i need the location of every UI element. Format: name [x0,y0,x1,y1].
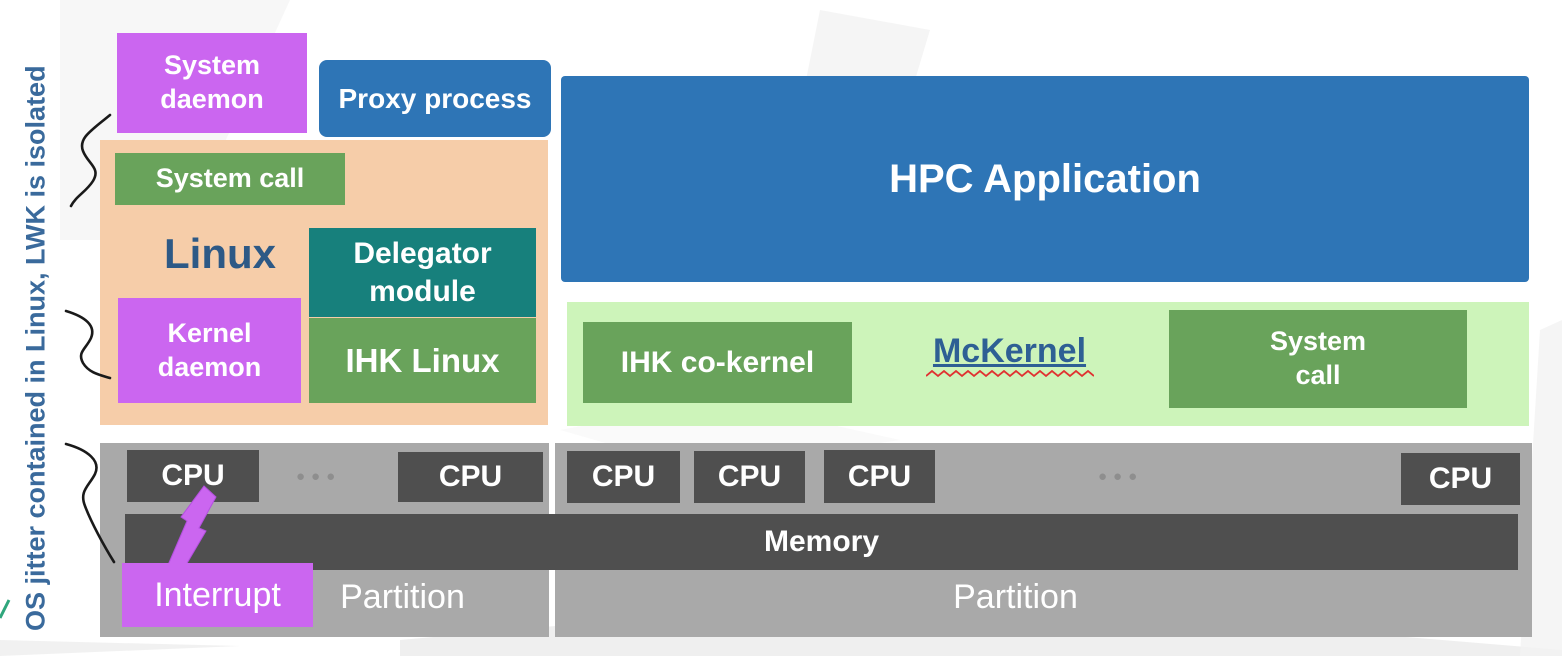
cpu-label: CPU [847,459,912,493]
system-daemon-label-line2: daemon [160,84,264,114]
cpu-box-right-4: CPU [1401,453,1520,505]
interrupt-label: Interrupt [154,575,281,614]
proxy-process-box: Proxy process [319,60,551,137]
proxy-process-label: Proxy process [338,83,532,114]
ihk-co-kernel-box: IHK co-kernel [583,322,852,403]
delegator-module-label-line1: Delegator [353,237,492,270]
cpu-label: CPU [161,459,225,493]
system-daemon-label-line1: System [163,50,261,81]
memory-label: Memory [763,525,880,559]
ellipsis-dots-left: ●●● [296,468,342,485]
kernel-daemon-box: Kernel daemon [118,298,301,403]
interrupt-box: Interrupt [122,563,313,627]
ihk-linux-box: IHK Linux [309,318,536,403]
kernel-daemon-label-line1: Kernel [167,317,252,348]
ihk-linux-label: IHK Linux [345,341,500,379]
system-call-linux-label: System call [155,163,305,194]
mckernel-title-text: McKernel [932,332,1087,371]
system-daemon-box: System daemon [117,33,307,133]
cpu-box-right-2: CPU [694,451,805,503]
spellcheck-wavy-underline [925,369,1094,378]
hpc-application-box: HPC Application [561,76,1529,282]
cpu-label: CPU [438,460,503,494]
cpu-label: CPU [717,460,782,494]
cpu-box-right-1: CPU [567,451,680,503]
kernel-daemon-label-line2: daemon [157,351,262,382]
cpu-box-left-2: CPU [398,452,543,502]
stray-green-mark [0,599,11,619]
cpu-box-left-1: CPU [127,450,259,502]
partition-left-label: Partition [340,578,465,616]
delegator-module-box: Delegator module [309,228,536,317]
linux-title: Linux [164,230,276,277]
hpc-application-label: HPC Application [889,157,1201,201]
mckernel-title: McKernel [917,328,1102,384]
memory-bar: Memory [125,514,1518,570]
side-note: OS jitter contained in Linux, LWK is iso… [20,65,51,631]
system-call-mckernel-label-line1: System [1269,326,1367,357]
system-call-mckernel-box: System call [1169,310,1467,408]
partition-right-label: Partition [953,578,1078,616]
delegator-module-label-line2: module [369,274,476,308]
ihk-co-kernel-label: IHK co-kernel [620,345,815,379]
cpu-label: CPU [1428,462,1493,496]
cpu-label: CPU [591,460,656,494]
system-call-linux-box: System call [115,153,345,205]
ellipsis-dots-right: ●●● [1098,468,1144,485]
system-call-mckernel-label-line2: call [1295,360,1341,390]
cpu-box-right-3: CPU [824,450,935,503]
